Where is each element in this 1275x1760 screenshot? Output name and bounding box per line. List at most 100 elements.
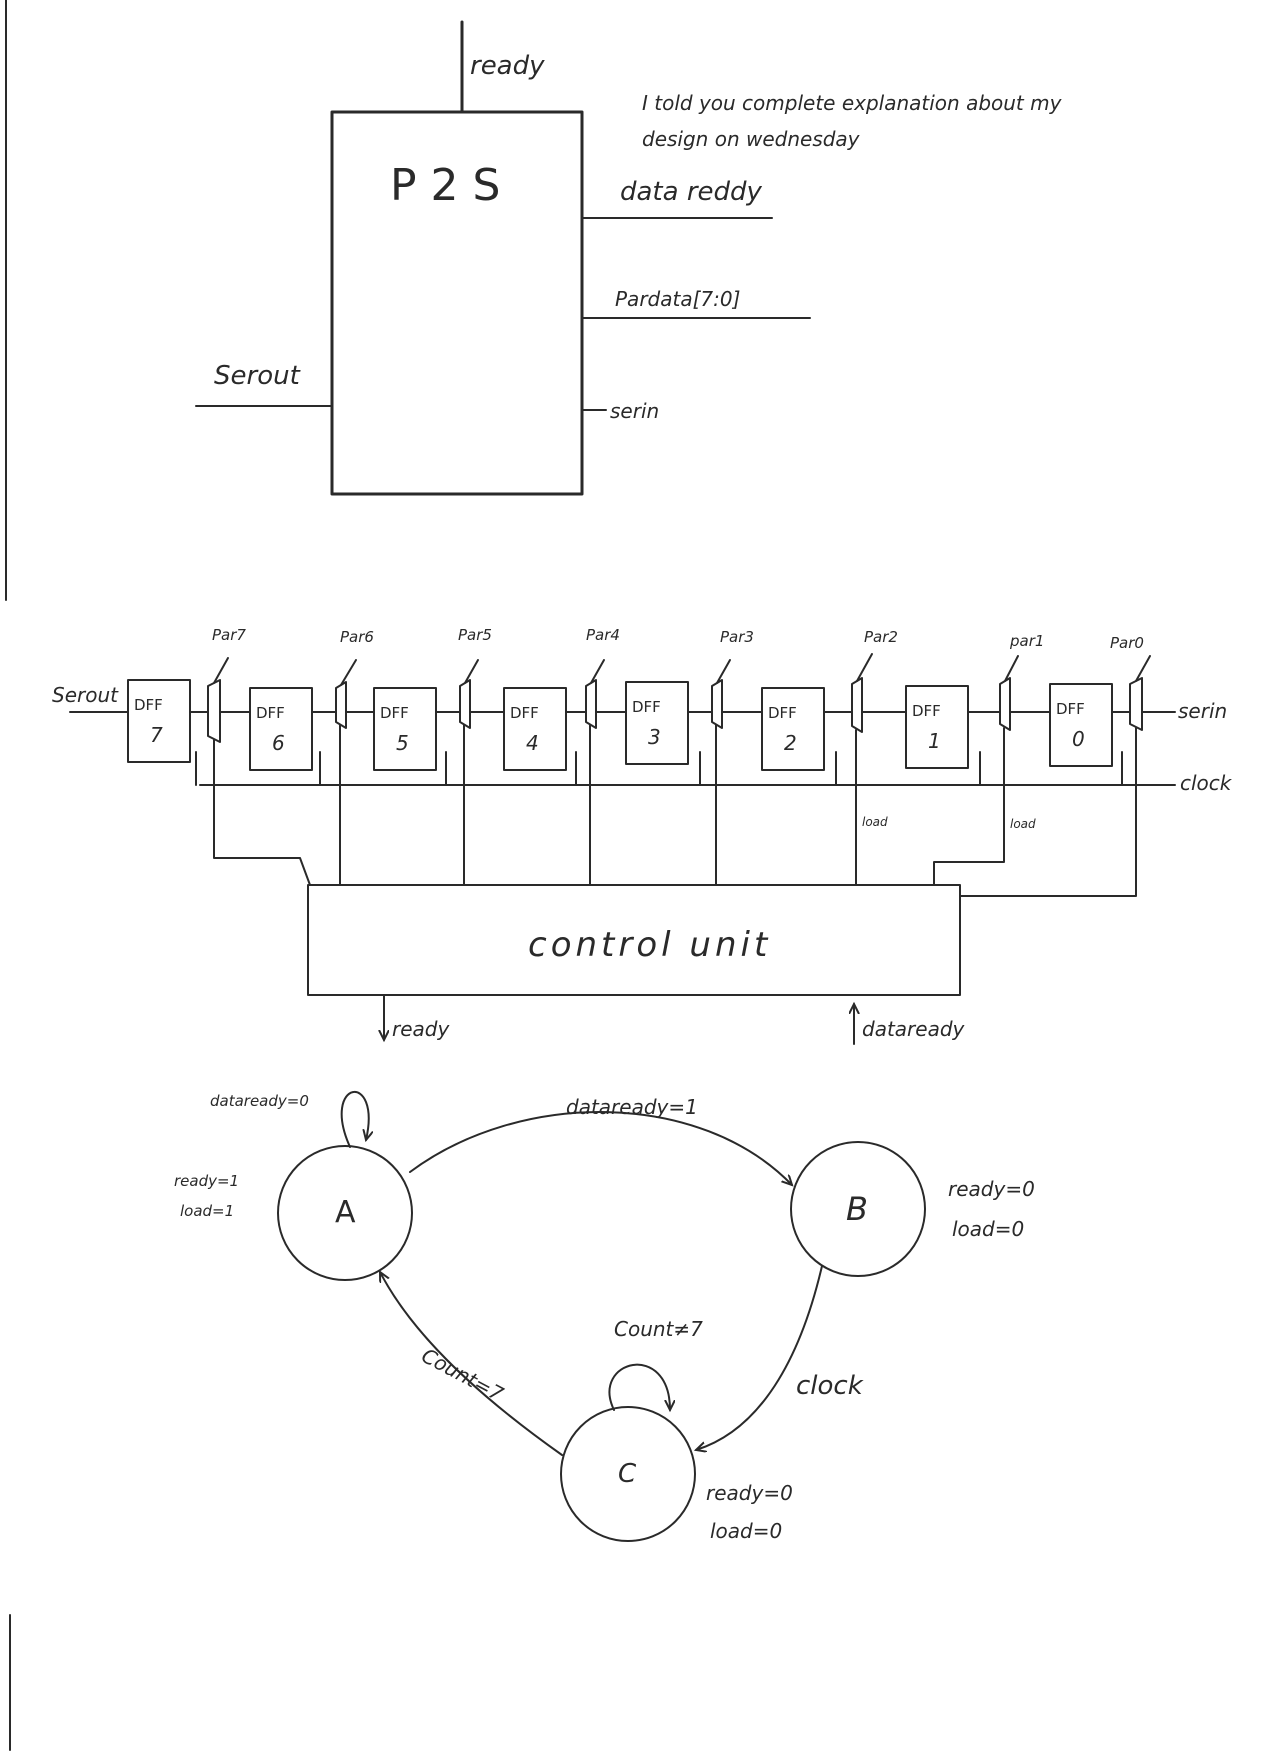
p2s-box (330, 110, 584, 496)
par-wire (716, 659, 731, 684)
dff-name: DFF (632, 698, 661, 716)
load-label: load (862, 815, 888, 829)
state-a-name: A (335, 1195, 356, 1230)
par-label: Par7 (212, 626, 246, 644)
state-b-circle (790, 1141, 926, 1277)
mux-2 (851, 677, 863, 733)
mux-5 (459, 679, 471, 729)
par-wire (340, 659, 357, 686)
shift-serin-label: serin (1178, 699, 1227, 723)
control-unit-label: control unit (528, 925, 771, 965)
c-to-a-label: Count=7 (418, 1343, 508, 1406)
control-unit-box (307, 884, 961, 996)
dff-name: DFF (912, 702, 941, 720)
dff-name: DFF (256, 704, 285, 722)
state-b-output: ready=0 (948, 1177, 1035, 1201)
dff-name: DFF (768, 704, 797, 722)
data-ready-label: data reddy (620, 177, 763, 207)
shift-register: Serout clock serin DFF 7 DFF 6 DFF 5 DF (52, 626, 1233, 897)
mux-6 (335, 681, 347, 729)
dff-box (373, 687, 437, 771)
par-wire (213, 657, 229, 684)
note-line-1: I told you complete explanation about my (642, 91, 1063, 115)
cu-ready-label: ready (392, 1017, 450, 1041)
a-to-b-label: dataready=1 (566, 1095, 698, 1119)
state-a-self-loop (340, 1090, 369, 1148)
state-a-output: ready=1 (174, 1172, 239, 1190)
a-to-b-transition (409, 1111, 792, 1185)
par-wire (1004, 655, 1019, 682)
dff-box (503, 687, 567, 771)
dff-index: 0 (1072, 727, 1085, 751)
state-a-output: load=1 (180, 1202, 234, 1220)
state-a-circle (277, 1145, 413, 1281)
par-label: Par3 (720, 628, 754, 646)
dff-2: DFF 2 (761, 687, 825, 771)
dff-index: 2 (784, 731, 797, 755)
dff-index: 6 (272, 731, 285, 755)
load-line (959, 727, 1137, 897)
c-self-label: Count≠7 (614, 1317, 703, 1341)
state-machine: A ready=1 load=1 dataready=0 B ready=0 l… (174, 1090, 1035, 1543)
state-c: C ready=0 load=0 Count≠7 (560, 1317, 793, 1543)
state-c-output: load=0 (710, 1519, 782, 1543)
mux-4 (585, 679, 597, 729)
dff-3: DFF 3 (625, 681, 689, 765)
par-label: Par6 (340, 628, 374, 646)
mux-0 (1129, 677, 1143, 731)
cu-dataready-label: dataready (862, 1017, 966, 1041)
par-label: par1 (1009, 632, 1044, 650)
mux-7 (207, 679, 221, 743)
par-label: Par0 (1110, 634, 1144, 652)
state-c-self-loop (608, 1363, 670, 1410)
c-to-a-transition (380, 1272, 563, 1456)
serin-label: serin (610, 399, 659, 423)
load-line (213, 739, 311, 886)
dff-7: DFF 7 (127, 679, 191, 763)
state-b: B ready=0 load=0 (790, 1141, 1035, 1277)
dff-name: DFF (510, 704, 539, 722)
load-line (933, 727, 1005, 886)
dff-box (249, 687, 313, 771)
dff-box (625, 681, 689, 765)
state-b-output: load=0 (952, 1217, 1024, 1241)
state-c-circle (560, 1406, 696, 1542)
dff-6: DFF 6 (249, 687, 313, 771)
pardata-label: Pardata[7:0] (615, 287, 740, 311)
par-label: Par5 (458, 626, 492, 644)
dff-0: DFF 0 (1049, 683, 1113, 767)
par-wire (1135, 655, 1151, 682)
control-unit: control unit ready dataready (307, 884, 966, 1045)
dff-index: 7 (150, 723, 163, 747)
par-wire (464, 659, 479, 684)
load-label: load (1010, 817, 1036, 831)
clock-label: clock (1180, 771, 1233, 795)
dff-index: 4 (526, 731, 539, 755)
par-label: Par4 (586, 626, 620, 644)
dff-4: DFF 4 (503, 687, 567, 771)
dff-box (1049, 683, 1113, 767)
p2s-title: P2S (390, 160, 514, 211)
dff-box (761, 687, 825, 771)
dff-name: DFF (134, 696, 163, 714)
shift-serout-label: Serout (52, 683, 119, 707)
state-c-output: ready=0 (706, 1481, 793, 1505)
state-c-name: C (618, 1459, 637, 1489)
mux-3 (711, 679, 723, 729)
dff-index: 5 (396, 731, 409, 755)
dff-5: DFF 5 (373, 687, 437, 771)
dff-index: 3 (648, 725, 661, 749)
ready-label: ready (470, 51, 545, 81)
p2s-block: P2S ready data reddy Pardata[7:0] serin … (195, 20, 811, 496)
handwritten-note: I told you complete explanation about my… (642, 91, 1063, 151)
par-wire (590, 659, 605, 684)
par-label: Par2 (864, 628, 898, 646)
serout-label: Serout (214, 361, 301, 391)
b-to-c-label: clock (796, 1371, 864, 1401)
dff-box (905, 685, 969, 769)
par-wire (856, 653, 873, 682)
b-to-c-transition (696, 1265, 823, 1450)
state-a: A ready=1 load=1 dataready=0 (174, 1090, 413, 1281)
